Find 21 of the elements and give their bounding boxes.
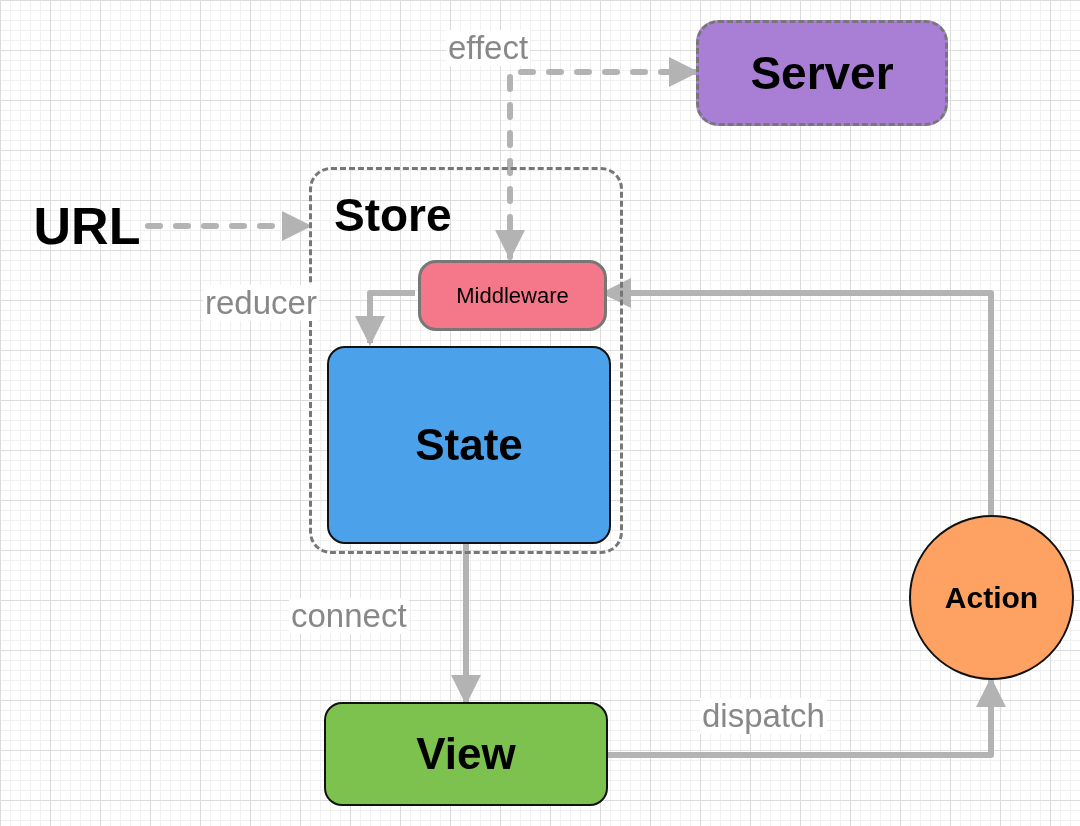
edge-label: reducer bbox=[203, 285, 319, 322]
view-box bbox=[324, 702, 608, 806]
edge-label: effect bbox=[446, 30, 531, 67]
node-label: Action bbox=[944, 580, 1039, 615]
group-title: Store bbox=[334, 188, 452, 242]
server-box bbox=[696, 20, 948, 126]
edge-label: dispatch bbox=[700, 698, 827, 735]
arrow bbox=[608, 677, 1006, 758]
edge-label: connect bbox=[289, 598, 409, 635]
arrow bbox=[495, 57, 699, 260]
arrow bbox=[355, 290, 415, 346]
node-label: Server bbox=[750, 46, 894, 100]
node-label: State bbox=[415, 420, 523, 470]
url-label: URL bbox=[26, 198, 148, 254]
node-label: View bbox=[416, 729, 516, 779]
arrow bbox=[451, 541, 481, 705]
arrow bbox=[145, 211, 312, 241]
middleware-box bbox=[418, 260, 607, 331]
state-box bbox=[327, 346, 611, 544]
action-circle bbox=[909, 515, 1074, 680]
node-label: Middleware bbox=[456, 282, 569, 309]
